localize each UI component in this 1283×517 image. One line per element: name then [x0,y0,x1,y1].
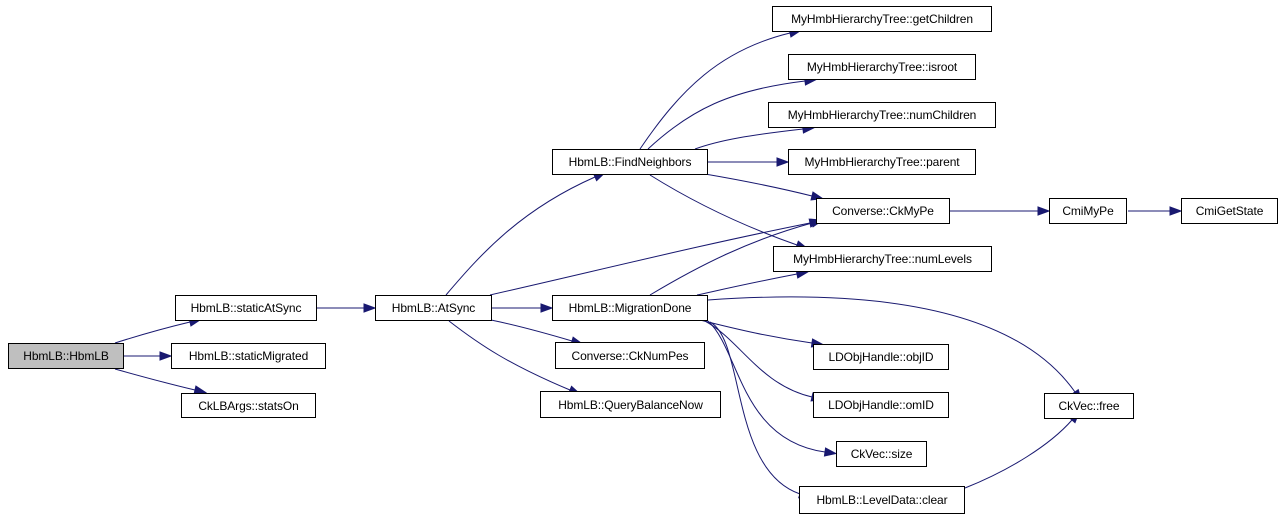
edge-migration_done-to-ck_my_pe [649,222,813,296]
node-hbmlb-migrationdone[interactable]: HbmLB::MigrationDone [552,295,708,321]
edge-migration_done-to-om_id [704,320,813,398]
edge-at_sync-to-ck_num_pes [490,319,573,342]
edge-migration_done-to-level_data_clear [709,321,801,495]
arrowhead-at_sync-to-migration_done [540,303,554,313]
node-cmimype[interactable]: CmiMyPe [1049,198,1127,224]
node-ldobjhandle-omid[interactable]: LDObjHandle::omID [813,392,949,418]
edge-migration_done-to-ckvec_size [707,320,826,453]
node-hbmlb-querybalancenow[interactable]: HbmLB::QueryBalanceNow [540,391,721,418]
edge-hbmlb_ctor-to-stats_on [114,368,196,391]
edge-at_sync-to-ck_my_pe [489,222,811,296]
node-hbmlb-staticatsync[interactable]: HbmLB::staticAtSync [175,295,317,321]
node-tree-numchildren[interactable]: MyHmbHierarchyTree::numChildren [768,102,996,128]
node-ldobjhandle-objid[interactable]: LDObjHandle::objID [813,344,949,370]
node-ckvec-free[interactable]: CkVec::free [1044,393,1134,419]
edge-find_neighbors-to-ck_my_pe [704,173,813,197]
node-hbmlb-findneighbors[interactable]: HbmLB::FindNeighbors [552,149,708,175]
edge-find_neighbors-to-num_children [694,128,804,150]
edge-migration_done-to-ckvec_free [707,296,1076,393]
arrowhead-hbmlb_ctor-to-static_migrated [159,351,173,361]
edge-at_sync-to-find_neighbors [445,176,596,296]
node-tree-numlevels[interactable]: MyHmbHierarchyTree::numLevels [773,246,992,272]
node-cmigetstate[interactable]: CmiGetState [1181,198,1278,224]
node-converse-ckmype[interactable]: Converse::CkMyPe [816,198,950,224]
node-tree-getchildren[interactable]: MyHmbHierarchyTree::getChildren [772,6,992,32]
node-leveldata-clear[interactable]: HbmLB::LevelData::clear [799,486,965,514]
edge-find_neighbors-to-isroot [647,80,806,150]
edge-level_data_clear-to-ckvec_free [964,419,1073,489]
node-cklbargs-statson[interactable]: CkLBArgs::statsOn [181,393,316,418]
arrowhead-migration_done-to-ckvec_size [823,447,838,457]
node-ckvec-size[interactable]: CkVec::size [836,441,927,467]
node-tree-isroot[interactable]: MyHmbHierarchyTree::isroot [788,54,976,80]
node-hbmlb-hbmlb: HbmLB::HbmLB [8,343,124,369]
arrowhead-find_neighbors-to-parent [776,157,790,167]
edge-find_neighbors-to-num_levels [649,174,798,246]
edge-migration_done-to-num_levels [696,273,798,296]
node-tree-parent[interactable]: MyHmbHierarchyTree::parent [788,149,976,175]
arrowhead-static_at_sync-to-at_sync [363,303,377,313]
node-hbmlb-staticmigrated[interactable]: HbmLB::staticMigrated [171,343,326,369]
edge-hbmlb_ctor-to-static_at_sync [114,321,191,344]
node-hbmlb-atsync[interactable]: HbmLB::AtSync [375,295,492,321]
edge-at_sync-to-query_balance_now [448,320,571,391]
node-converse-cknumpes[interactable]: Converse::CkNumPes [555,342,705,369]
arrowhead-cmi_my_pe-to-cmi_get_state [1169,206,1183,216]
edge-find_neighbors-to-get_children [639,32,791,150]
arrowhead-ck_my_pe-to-cmi_my_pe [1037,206,1051,216]
